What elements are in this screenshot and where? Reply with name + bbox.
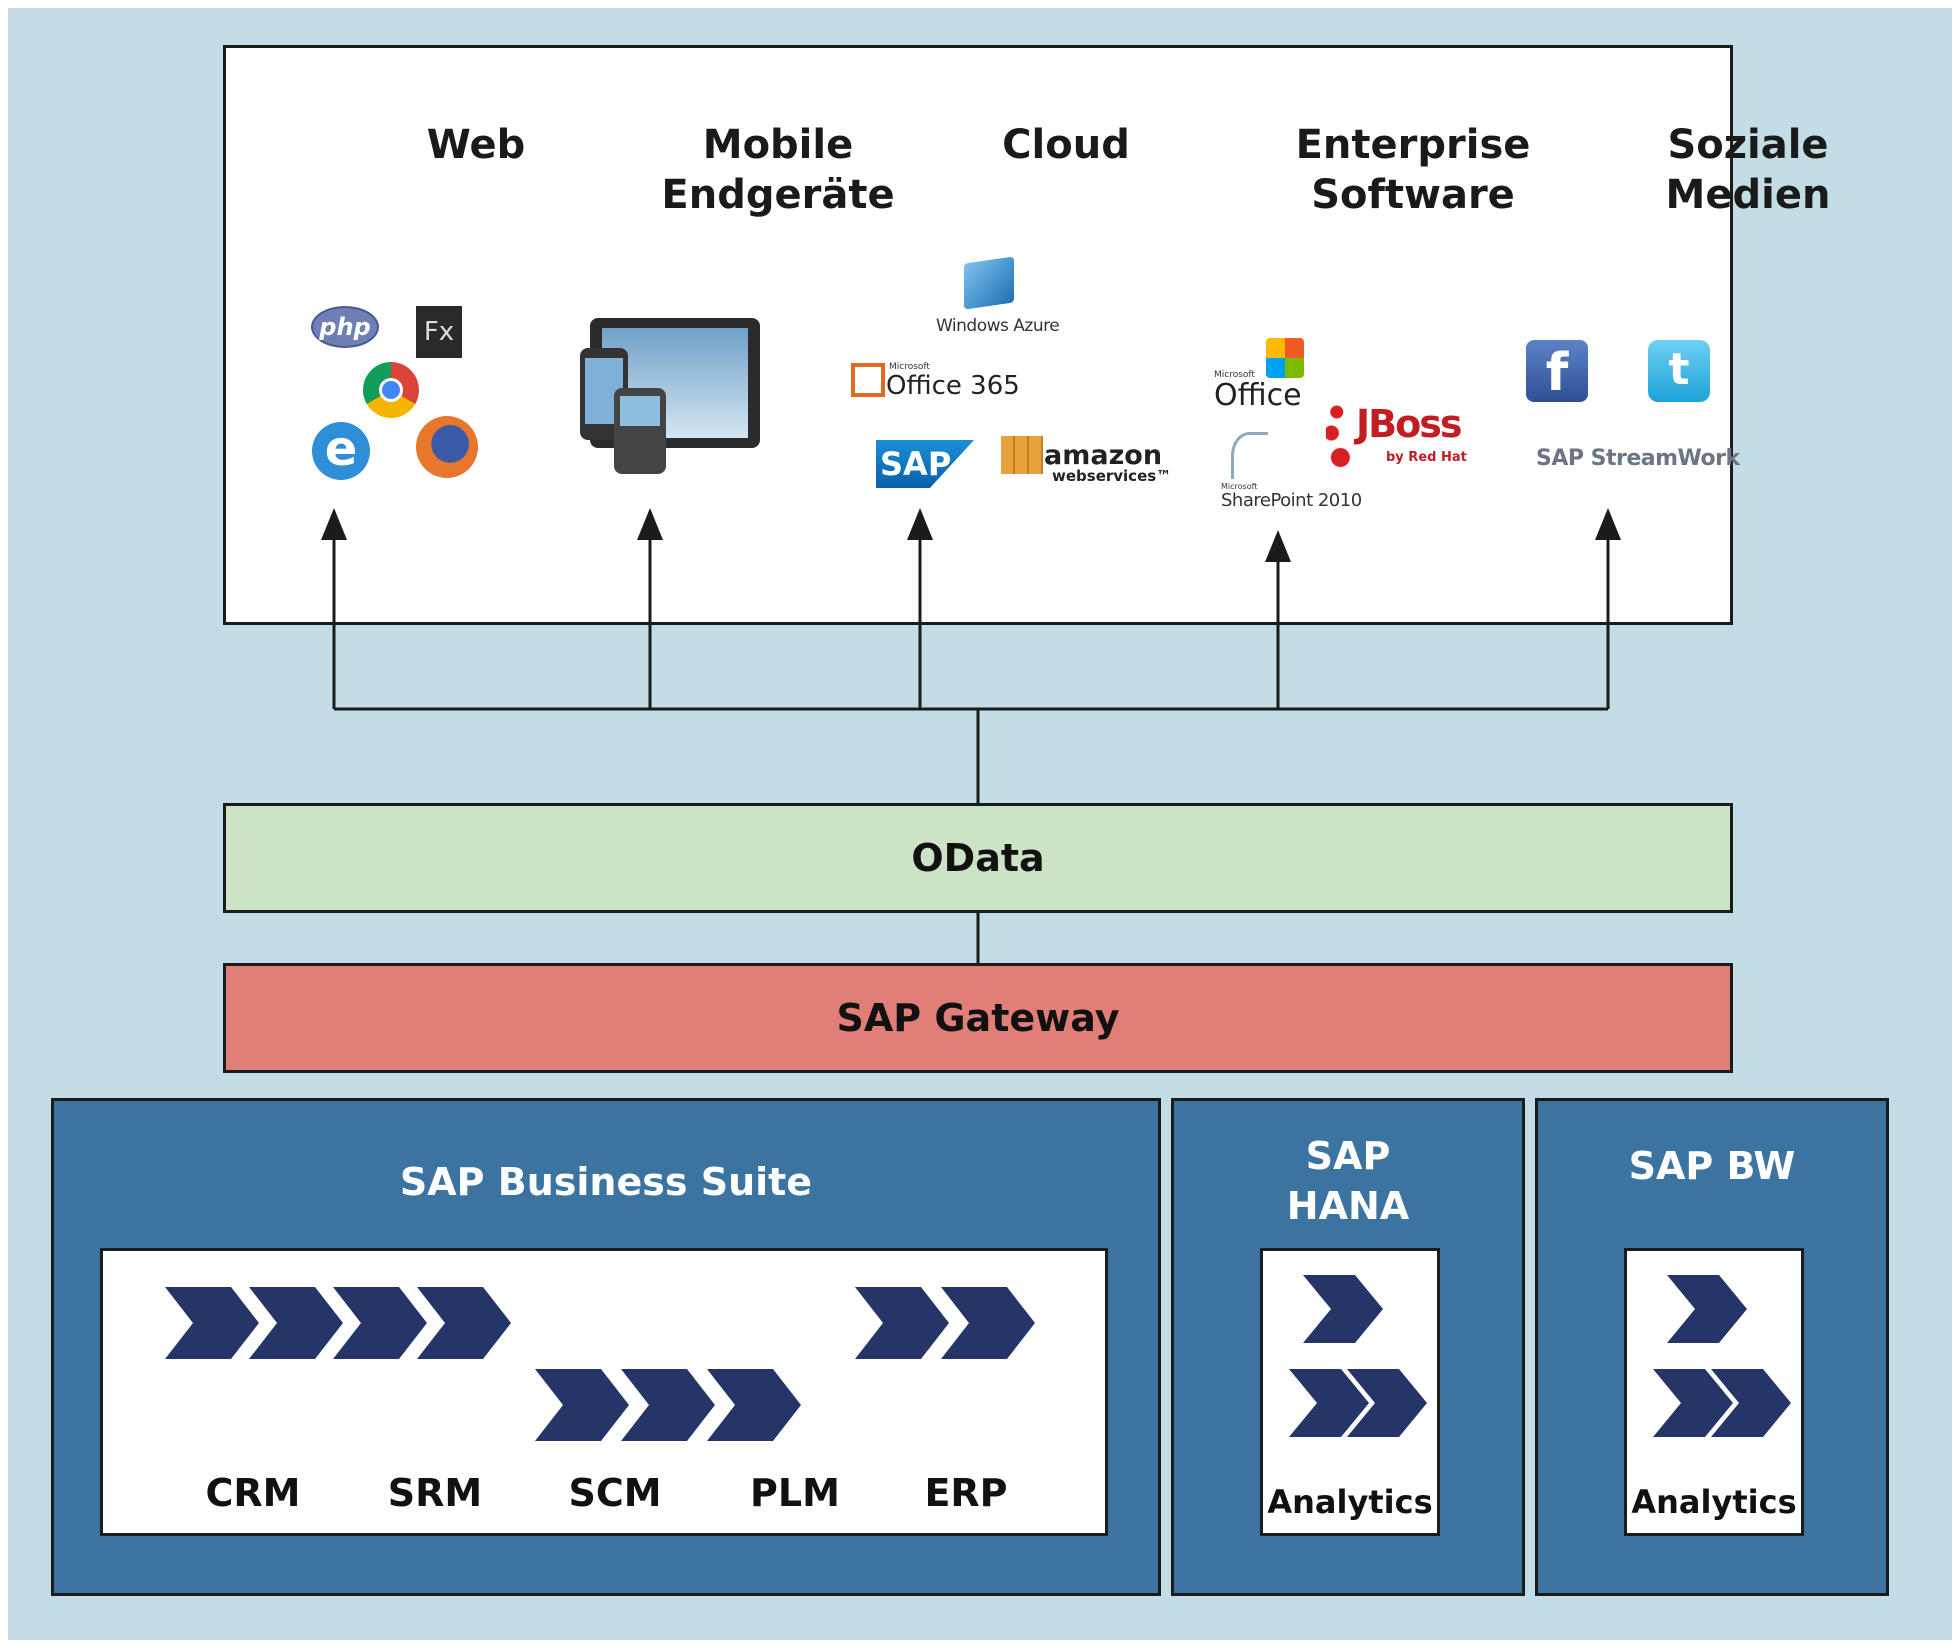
twitter-logo-text: t [1668,344,1690,395]
hana-chevrons [1289,1275,1427,1437]
php-logo-text: php [319,313,371,341]
tablet-device-icon [590,318,760,448]
facebook-logo-text: f [1545,343,1569,403]
odata-label: OData [911,836,1045,880]
chevron-icon [333,1287,427,1359]
sharepoint-logo: SharePoint 2010 [1221,490,1362,511]
module-srm: SRM [387,1471,483,1515]
chevron-icon [249,1287,343,1359]
jboss-dots-icon [1326,398,1362,468]
hana-analytics-label: Analytics [1267,1483,1433,1521]
module-plm: PLM [750,1471,840,1515]
module-erp: ERP [924,1471,1008,1515]
chevron-icon [165,1287,259,1359]
category-mobile-title: Mobile Endgeräte [661,122,895,218]
sap-logo-text: SAP [880,445,952,483]
sap-business-suite-title: SAP Business Suite [399,1160,813,1204]
blackberry-icon [614,388,666,474]
firefox-icon [416,416,478,478]
office365-microsoft-label: Microsoft [889,362,930,372]
amazon-boxes-icon [1001,436,1043,474]
hana-analytics-panel: Analytics [1260,1248,1440,1536]
php-logo: php [311,306,379,348]
process-chevrons [165,1287,1035,1441]
bw-analytics-panel: Analytics [1624,1248,1804,1536]
office365-icon [851,363,885,397]
diagram-background: Web Mobile Endgeräte Cloud Enterprise So… [8,8,1952,1640]
chevron-icon [1347,1369,1427,1437]
flex-logo-text: Fx [423,317,455,347]
ie-logo-text: e [324,421,358,477]
module-crm: CRM [205,1471,301,1515]
category-web-title: Web [426,122,526,168]
category-cloud-title: Cloud [1002,122,1130,168]
business-suite-process-panel: CRM SRM SCM PLM ERP [100,1248,1108,1536]
arrow-head-web [321,508,347,540]
chevron-icon [1667,1275,1747,1343]
chevron-icon [1653,1369,1733,1437]
chevron-icon [941,1287,1035,1359]
arrow-head-social [1595,508,1621,540]
chevron-icon [1289,1369,1369,1437]
sap-hana-title: SAP HANA [1286,1134,1410,1228]
sharepoint-microsoft-label: Microsoft [1221,482,1258,491]
sap-streamwork-logo: SAP StreamWork [1536,446,1740,471]
bw-analytics-label: Analytics [1631,1483,1797,1521]
jboss-logo: JBoss [1356,402,1462,446]
bw-chevrons [1653,1275,1791,1437]
odata-layer: OData [223,803,1733,913]
amazon-webservices-label: webservices™ [1052,467,1172,485]
module-scm: SCM [568,1471,662,1515]
jboss-redhat-label: by Red Hat [1386,450,1467,465]
sharepoint-icon [1231,432,1268,479]
arrow-head-cloud [907,508,933,540]
chevron-icon [417,1287,511,1359]
chevron-icon [535,1369,629,1441]
sap-gateway-label: SAP Gateway [836,996,1120,1040]
sap-gateway-layer: SAP Gateway [223,963,1733,1073]
facebook-icon: f [1526,340,1588,403]
chevron-icon [1711,1369,1791,1437]
ms-office-microsoft-label: Microsoft [1214,370,1255,380]
office365-logo: Office 365 [886,371,1020,401]
category-social-title: Soziale Medien [1665,122,1831,218]
chevron-icon [621,1369,715,1441]
arrow-head-mobile [637,508,663,540]
sap-business-suite-box: SAP Business Suite CRM SRM SCM PLM [51,1098,1161,1596]
twitter-icon: t [1648,340,1710,402]
arrow-head-enterprise [1265,530,1291,562]
windows-azure-logo: Windows Azure [936,316,1060,336]
connector-arrows [321,508,1621,963]
flex-logo: Fx [416,306,462,358]
sap-hana-box: SAP HANA Analytics [1171,1098,1525,1596]
chevron-icon [1303,1275,1383,1343]
chevron-icon [707,1369,801,1441]
chrome-icon [363,362,419,418]
consumer-channels-panel: Web Mobile Endgeräte Cloud Enterprise So… [223,45,1830,625]
category-enterprise-title: Enterprise Software [1295,122,1531,218]
ms-office-icon [1266,338,1304,378]
internet-explorer-icon: e [312,422,370,480]
ms-office-logo: Office [1214,378,1302,413]
amazon-logo: amazon [1044,440,1163,471]
sap-bw-title: SAP BW [1628,1144,1796,1188]
sap-bw-box: SAP BW Analytics [1535,1098,1889,1596]
chevron-icon [855,1287,949,1359]
